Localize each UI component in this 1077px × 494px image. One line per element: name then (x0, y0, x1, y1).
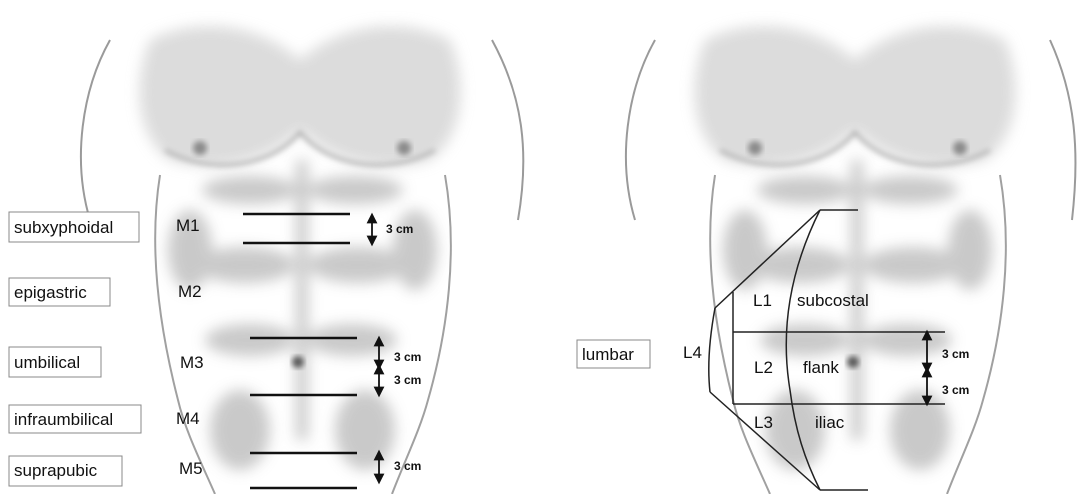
region-label-lumbar: lumbar (577, 340, 650, 368)
region-label-umbilical: umbilical (9, 347, 101, 377)
right-arm-outline (492, 40, 523, 220)
svg-text:infraumbilical: infraumbilical (14, 410, 113, 429)
zone-code-l4: L4 (683, 343, 702, 362)
right-nipple (953, 141, 967, 155)
lateral-measure-label-2: 3 cm (942, 383, 969, 397)
lateral-measure-label-1: 3 cm (942, 347, 969, 361)
zone-name-flank: flank (803, 358, 839, 377)
chest-shading (695, 26, 1016, 166)
left-arm-outline (81, 40, 110, 220)
left-nipple (748, 141, 762, 155)
left-arm-outline (626, 40, 655, 220)
chest-shading (140, 26, 461, 166)
zone-name-subcostal: subcostal (797, 291, 869, 310)
region-label-subxyphoidal: subxyphoidal (9, 212, 139, 242)
torso-illustration-left (81, 26, 523, 494)
right-arm-outline (1050, 40, 1076, 220)
navel (292, 356, 304, 368)
measure-label-3: 3 cm (394, 373, 421, 387)
zone-code-m5: M5 (179, 459, 203, 478)
torso-illustration-right (626, 26, 1076, 494)
measure-label-2: 3 cm (394, 350, 421, 364)
zone-code-m4: M4 (176, 409, 200, 428)
left-nipple (193, 141, 207, 155)
svg-text:suprapubic: suprapubic (14, 461, 98, 480)
zone-code-m2: M2 (178, 282, 202, 301)
navel (847, 356, 859, 368)
zone-code-l3: L3 (754, 413, 773, 432)
zone-code-l2: L2 (754, 358, 773, 377)
svg-text:subxyphoidal: subxyphoidal (14, 218, 113, 237)
l4-outer-edge (709, 308, 715, 392)
region-label-infraumbilical: infraumbilical (9, 405, 141, 433)
right-nipple (397, 141, 411, 155)
svg-text:lumbar: lumbar (582, 345, 634, 364)
svg-text:umbilical: umbilical (14, 353, 80, 372)
measure-label-4: 3 cm (394, 459, 421, 473)
zone-code-m3: M3 (180, 353, 204, 372)
region-label-epigastric: epigastric (9, 278, 110, 306)
region-label-suprapubic: suprapubic (9, 456, 122, 486)
svg-text:epigastric: epigastric (14, 283, 87, 302)
zone-code-l1: L1 (753, 291, 772, 310)
measure-label-1: 3 cm (386, 222, 413, 236)
zone-code-m1: M1 (176, 216, 200, 235)
zone-name-iliac: iliac (815, 413, 845, 432)
